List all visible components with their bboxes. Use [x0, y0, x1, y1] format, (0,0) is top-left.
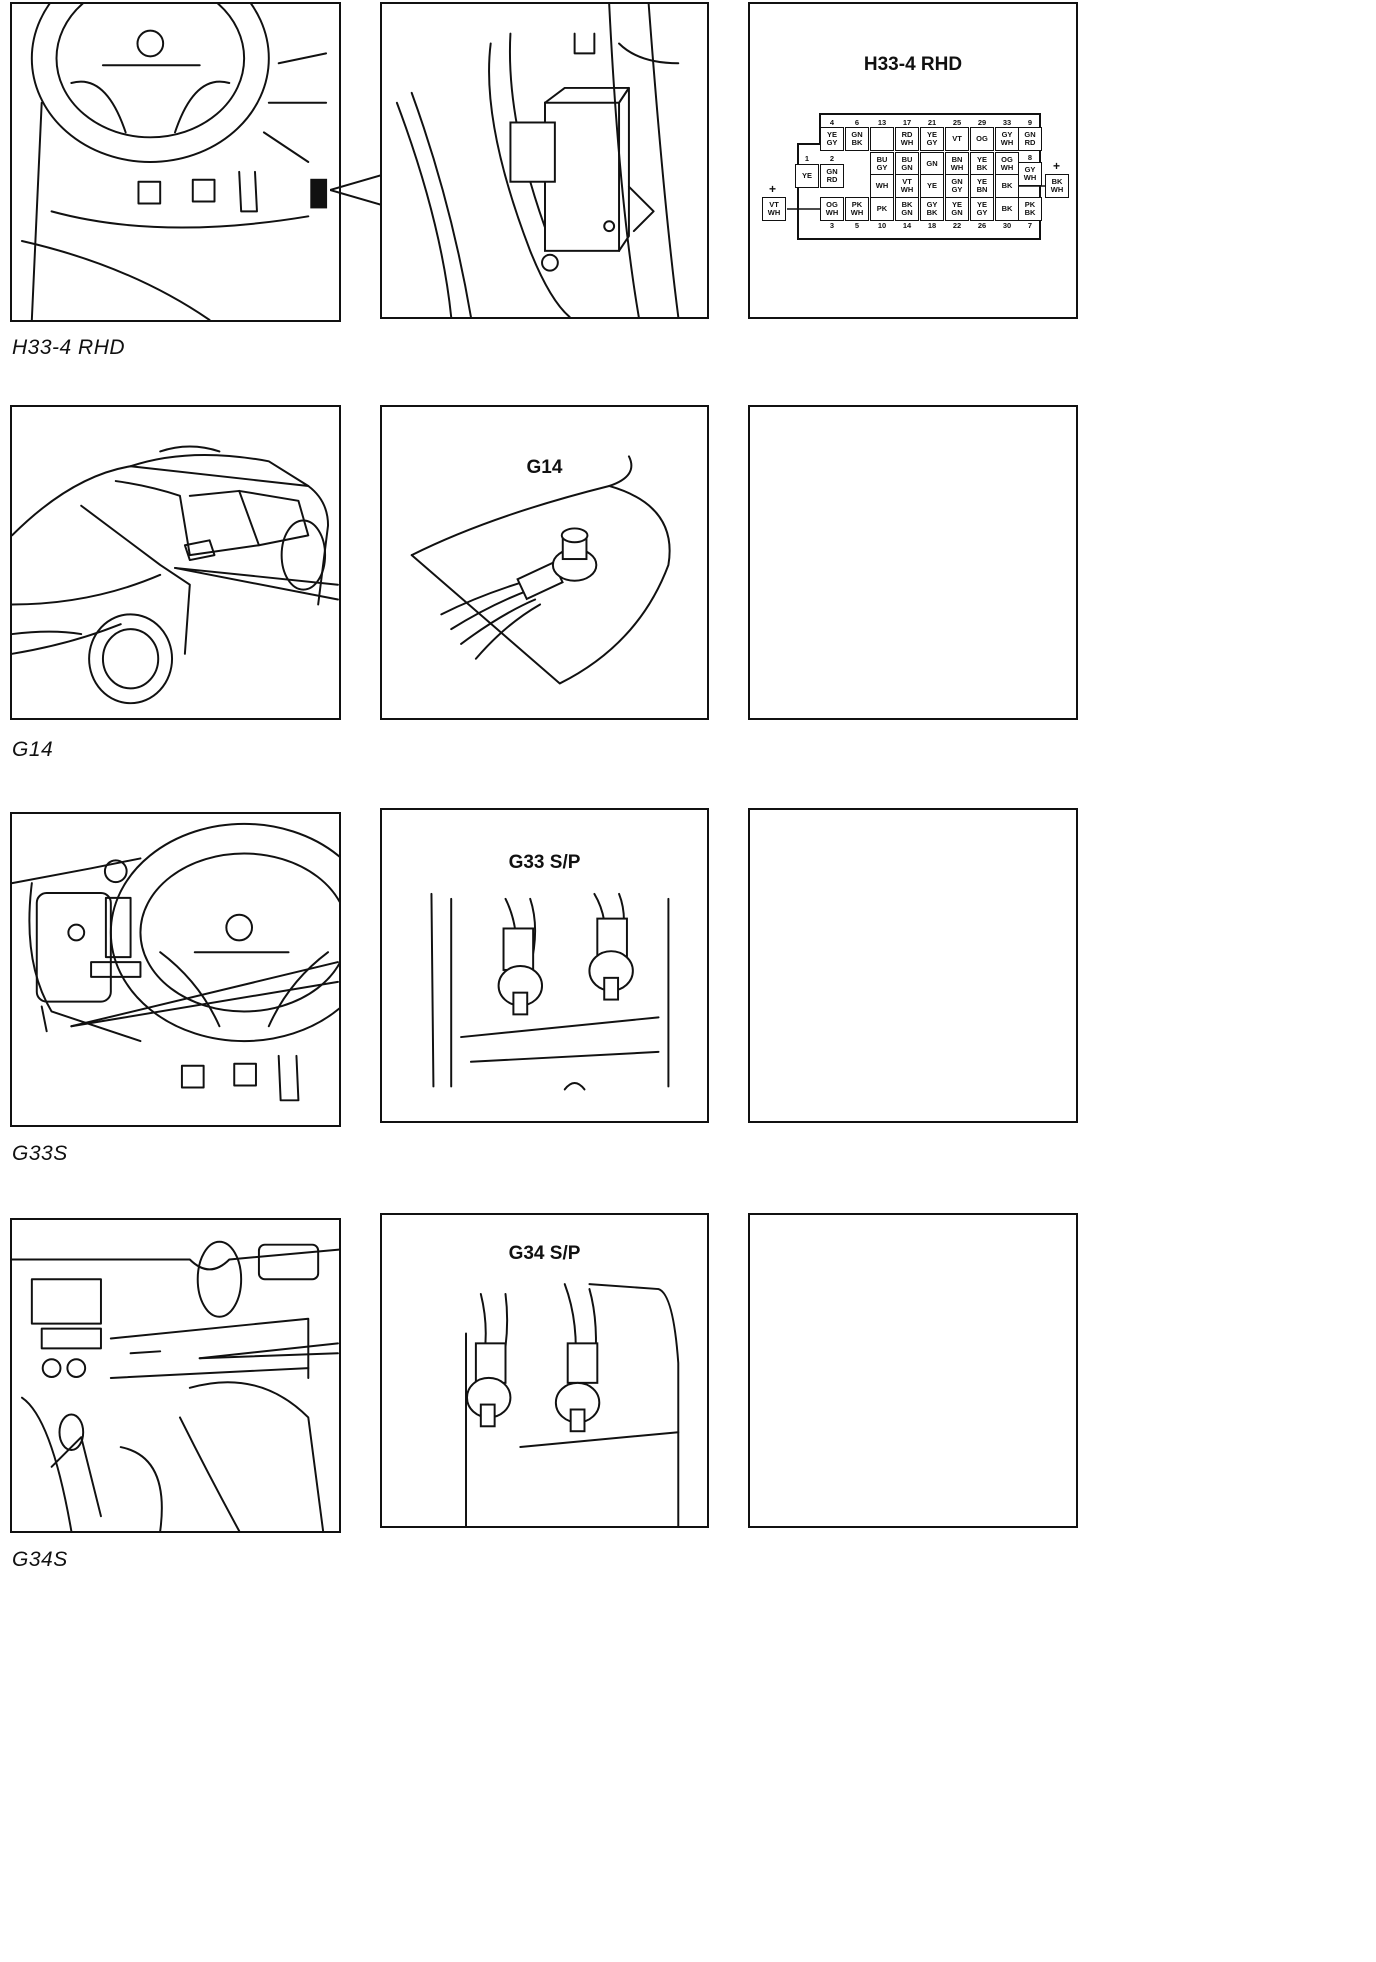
g34s-location-panel — [10, 1218, 341, 1533]
pin-number: 7 — [1027, 221, 1033, 230]
pin-cell: GY BK — [920, 197, 944, 221]
pin-cell: YE GY — [970, 197, 994, 221]
pin-number: 3 — [829, 221, 835, 230]
pin-cell: RD WH — [895, 127, 919, 151]
pin-cell: BU GY — [870, 152, 894, 176]
row-label-h33: H33-4 RHD — [12, 336, 126, 359]
plus-sign-right: + — [1053, 159, 1061, 173]
pin-cell: YE — [920, 174, 944, 198]
row-label-g14: G14 — [12, 738, 54, 761]
g14-detail-panel: G14 — [380, 405, 709, 720]
pin-cell: BK — [995, 174, 1019, 198]
pin-cell: GN RD — [820, 164, 844, 188]
pin-cell: GN — [920, 152, 944, 176]
pin-number: 25 — [952, 118, 962, 127]
pin-cell: BK — [995, 197, 1019, 221]
pin-number: 30 — [1002, 221, 1012, 230]
connector-title: H33-4 RHD — [863, 54, 963, 75]
pin-cell: YE GY — [920, 127, 944, 151]
pin-cell: YE GY — [820, 127, 844, 151]
pin-number: 33 — [1002, 118, 1012, 127]
pin-number: 6 — [854, 118, 860, 127]
g14-detail-title: G14 — [526, 457, 563, 478]
pin-number: 22 — [952, 221, 962, 230]
pin-number: 14 — [902, 221, 912, 230]
pin-cell: PK — [870, 197, 894, 221]
pin-cell: VT — [945, 127, 969, 151]
g33s-detail-title: G33 S/P — [508, 852, 581, 873]
pin-cell: VT WH — [895, 174, 919, 198]
g34s-detail-panel: G34 S/P — [380, 1213, 709, 1528]
pin-cell: PK WH — [845, 197, 869, 221]
g33s-connector-panel — [748, 808, 1078, 1123]
g14-connector-panel — [748, 405, 1078, 720]
g14-location-panel — [10, 405, 341, 720]
pin-cell: GY WH — [995, 127, 1019, 151]
pin-cell: WH — [870, 174, 894, 198]
plus-sign-left: + — [769, 182, 777, 196]
pin-cell: OG — [970, 127, 994, 151]
pin-cell: GN RD — [1018, 127, 1042, 151]
pin-cell: YE BN — [970, 174, 994, 198]
pin-cell: GN BK — [845, 127, 869, 151]
pin-cell: GY WH — [1018, 162, 1042, 186]
pin-number: 1 — [804, 154, 810, 163]
pin-number: 21 — [927, 118, 937, 127]
pin-number: 5 — [854, 221, 860, 230]
pin-cell: PK BK — [1018, 197, 1042, 221]
pin-number: 18 — [927, 221, 937, 230]
pin-number: 29 — [977, 118, 987, 127]
pin-number: 10 — [877, 221, 887, 230]
row-label-g33s: G33S — [12, 1142, 68, 1165]
pin-number: 17 — [902, 118, 912, 127]
pin-cell: BN WH — [945, 152, 969, 176]
pin-cell — [870, 127, 894, 151]
g33s-location-panel — [10, 812, 341, 1127]
pin-cell: YE GN — [945, 197, 969, 221]
pin-number: 26 — [977, 221, 987, 230]
row-label-g34s: G34S — [12, 1548, 68, 1571]
g33s-detail-panel: G33 S/P — [380, 808, 709, 1123]
pin-cell: YE BK — [970, 152, 994, 176]
pin-number: 8 — [1027, 153, 1033, 162]
pin-cell: OG WH — [820, 197, 844, 221]
pin-number: 13 — [877, 118, 887, 127]
g34s-detail-title: G34 S/P — [508, 1243, 581, 1264]
pin-number: 9 — [1027, 118, 1033, 127]
h33-detail-panel — [380, 2, 709, 319]
right-ext-pin: BK WH — [1045, 174, 1069, 198]
left-ext-pin: VT WH — [762, 197, 786, 221]
pin-number: 4 — [829, 118, 835, 127]
h33-location-panel — [10, 2, 341, 322]
pin-cell: BU GN — [895, 152, 919, 176]
pin-number: 2 — [829, 154, 835, 163]
pin-cell: GN GY — [945, 174, 969, 198]
pointer-line-1 — [329, 170, 385, 210]
pin-cell: YE — [795, 164, 819, 188]
pin-cell: BK GN — [895, 197, 919, 221]
pin-cell: OG WH — [995, 152, 1019, 176]
g34s-connector-panel — [748, 1213, 1078, 1528]
